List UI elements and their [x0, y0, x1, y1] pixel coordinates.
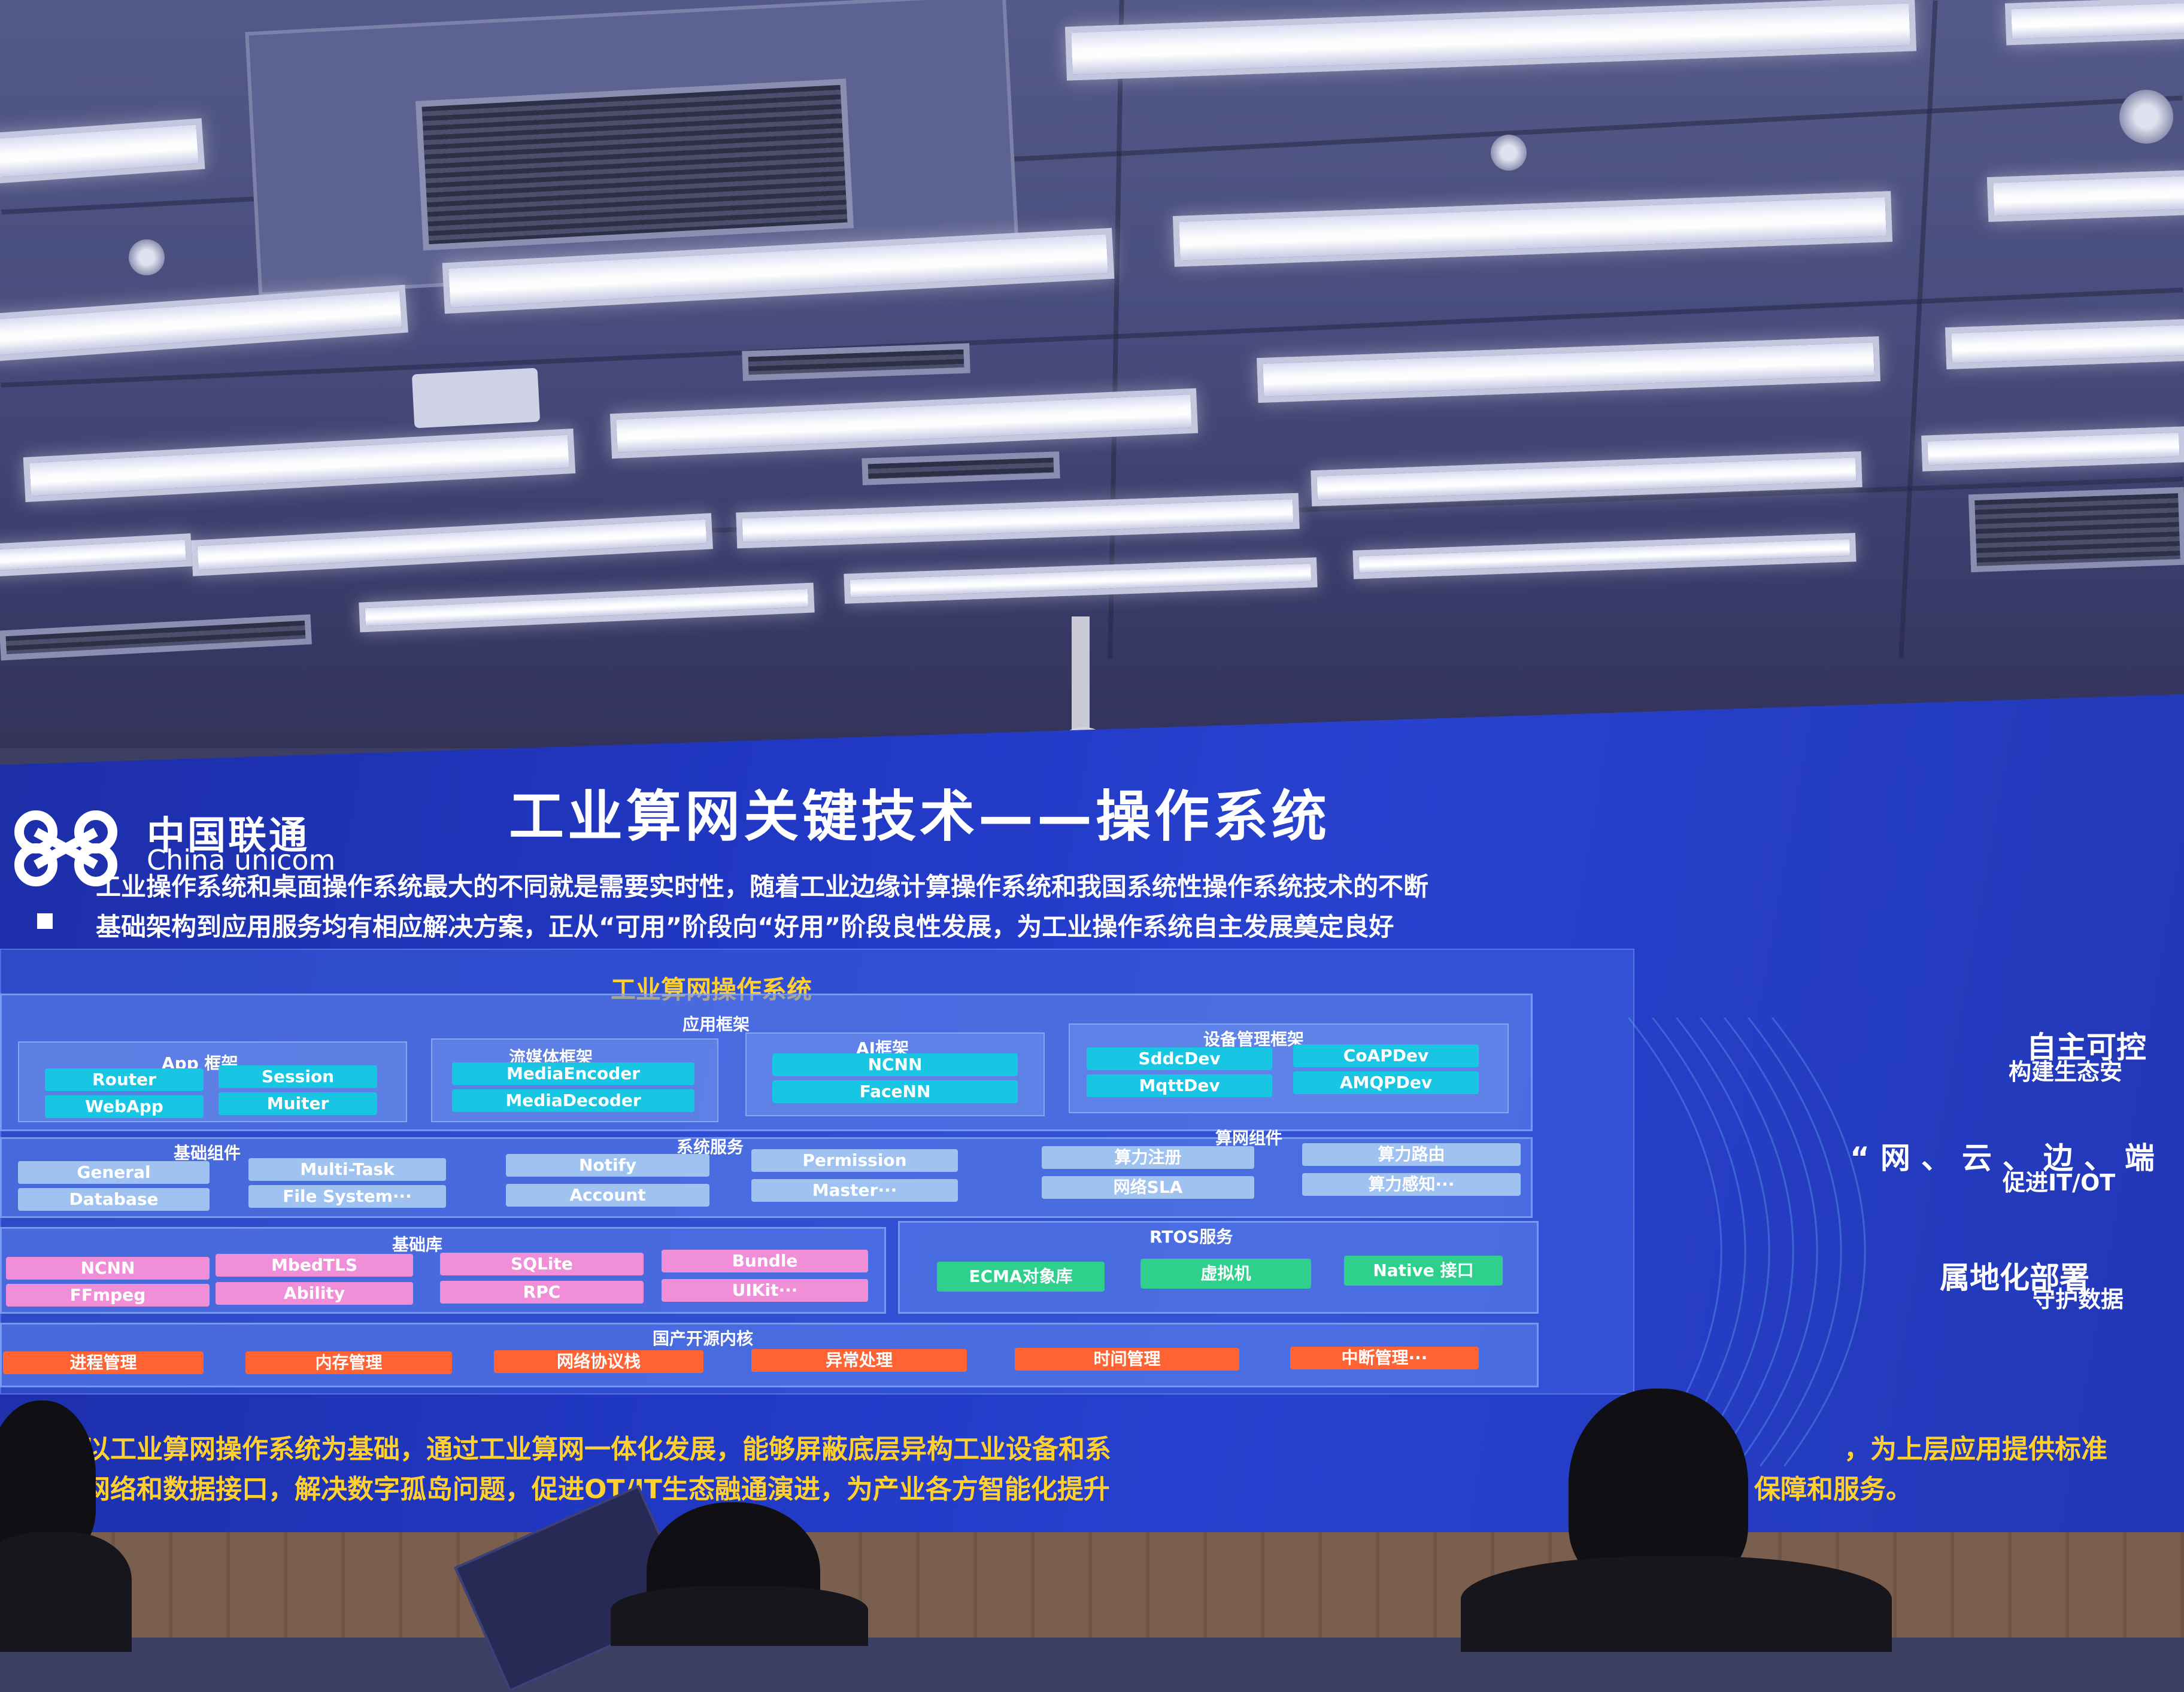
summary-line-2: 网络和数据接口，解决数字孤岛问题，促进OT/IT生态融通演进，为产业各方智能化提… [84, 1474, 1110, 1505]
device-management-label: 设备管理框架 [1203, 1029, 1305, 1049]
kernel-label: 国产开源内核 [653, 1329, 754, 1348]
right-point-1-sub: 构建生态安 [2009, 1059, 2123, 1085]
intro-text-line-1: 工业操作系统和桌面操作系统最大的不同就是需要实时性，随着工业边缘计算操作系统和我… [96, 872, 1429, 901]
bundle-chip: Bundle [662, 1250, 868, 1272]
summary-line-2-tail: 保障和服务。 [1754, 1474, 1912, 1505]
uikit-chip: UIKit··· [662, 1279, 868, 1302]
audience-shoulder [611, 1586, 868, 1646]
network-sla-chip: 网络SLA [1042, 1176, 1254, 1199]
sprinkler [1491, 135, 1527, 171]
base-library-label: 基础库 [392, 1235, 443, 1254]
right-point-2-main: “网、云、边、端 [1850, 1141, 2165, 1175]
audience-shoulder [0, 1532, 132, 1652]
ceiling-light [1986, 170, 2184, 222]
virtual-machine-chip: 虚拟机 [1140, 1259, 1311, 1289]
smoke-detector [2119, 90, 2173, 144]
general-chip: General [18, 1161, 210, 1184]
webapp-chip: WebApp [45, 1095, 204, 1118]
right-point-1-main: 自主可控 [2027, 1030, 2146, 1065]
compute-components-label: 算网组件 [1215, 1128, 1283, 1148]
slide-title: 工业算网关键技术——操作系统 [509, 785, 1331, 849]
account-chip: Account [506, 1184, 709, 1207]
coapdev-chip: CoAPDev [1293, 1044, 1479, 1067]
bullet-icon [37, 913, 53, 929]
compute-awareness-chip: 算力感知··· [1302, 1173, 1521, 1196]
permission-chip: Permission [751, 1149, 958, 1172]
network-stack-chip: 网络协议栈 [494, 1350, 703, 1373]
logo-english-name: China unicom [147, 844, 336, 876]
file-system-chip: File System··· [248, 1185, 446, 1208]
mediaencoder-chip: MediaEncoder [452, 1062, 694, 1085]
multi-task-chip: Multi-Task [248, 1158, 446, 1181]
intro-text-line-2: 基础架构到应用服务均有相应解决方案，正从“可用”阶段向“好用”阶段良性发展，为工… [96, 912, 1394, 941]
time-management-chip: 时间管理 [1015, 1348, 1239, 1371]
wifi-access-point [411, 367, 541, 429]
ability-chip: Ability [216, 1282, 413, 1305]
camera-pole [1072, 616, 1090, 730]
ac-vent [415, 78, 854, 251]
interrupt-management-chip: 中断管理··· [1290, 1347, 1479, 1369]
amqpdev-chip: AMQPDev [1293, 1071, 1479, 1094]
ffmpeg-chip: FFmpeg [6, 1284, 210, 1307]
exception-handling-chip: 异常处理 [751, 1349, 967, 1372]
summary-line-1-tail: ，为上层应用提供标准 [1844, 1434, 2107, 1465]
system-services-label: 系统服务 [677, 1137, 744, 1157]
audience-head [0, 1401, 96, 1556]
rpc-chip: RPC [440, 1281, 644, 1304]
china-unicom-logo-icon [14, 810, 117, 886]
right-point-2-sub: 促进IT/OT [2003, 1169, 2116, 1196]
session-chip: Session [219, 1065, 377, 1088]
ncnn-lib-chip: NCNN [6, 1257, 210, 1280]
memory-management-chip: 内存管理 [245, 1351, 452, 1374]
sqlite-chip: SQLite [440, 1253, 644, 1275]
summary-line-1: 以工业算网操作系统为基础，通过工业算网一体化发展，能够屏蔽底层异构工业设备和系 [84, 1434, 1111, 1465]
sddcdev-chip: SddcDev [1087, 1047, 1272, 1070]
audience-shoulder [1461, 1556, 1892, 1652]
ncnn-ai-chip: NCNN [772, 1053, 1018, 1076]
base-components-label: 基础组件 [174, 1143, 241, 1163]
audience-head [1569, 1389, 1748, 1586]
master-chip: Master··· [751, 1179, 958, 1202]
sprinkler [129, 239, 165, 275]
mbedtls-chip: MbedTLS [216, 1254, 413, 1277]
facenn-chip: FaceNN [772, 1080, 1018, 1103]
router-chip: Router [45, 1068, 204, 1091]
ceiling-light [2004, 0, 2184, 45]
decorative-swirl-graphic [1627, 1017, 1866, 1466]
native-interface-chip: Native 接口 [1344, 1256, 1503, 1286]
mqttdev-chip: MqttDev [1087, 1074, 1272, 1097]
database-chip: Database [18, 1188, 210, 1211]
muiter-chip: Muiter [219, 1092, 377, 1115]
ecma-object-lib-chip: ECMA对象库 [937, 1262, 1105, 1292]
rtos-services-label: RTOS服务 [1149, 1227, 1233, 1247]
compute-register-chip: 算力注册 [1042, 1146, 1254, 1169]
notify-chip: Notify [506, 1154, 709, 1177]
ceiling-vent [1968, 487, 2184, 573]
right-point-3-sub: 守护数据 [2033, 1286, 2124, 1313]
application-framework-label: 应用框架 [682, 1014, 750, 1034]
ceiling-light [1945, 318, 2184, 370]
logo-chinese-name: 中国联通 [147, 814, 310, 858]
right-point-3-main: 属地化部署 [1940, 1260, 2089, 1295]
mediadecoder-chip: MediaDecoder [452, 1089, 694, 1112]
compute-routing-chip: 算力路由 [1302, 1143, 1521, 1166]
process-management-chip: 进程管理 [3, 1351, 204, 1374]
